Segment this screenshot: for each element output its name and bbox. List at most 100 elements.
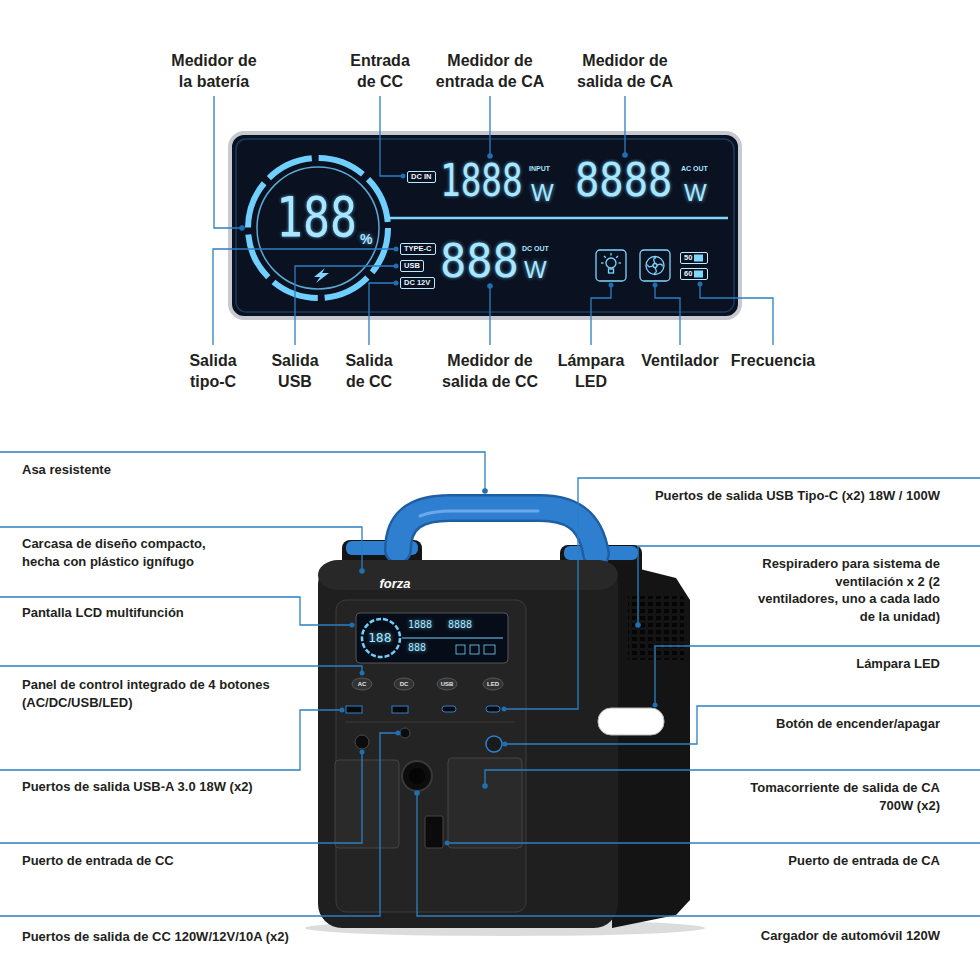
- callout-label: Entrada de CC: [343, 50, 417, 92]
- control-button: [483, 678, 503, 690]
- lcd-panel: [230, 133, 740, 318]
- battery-readout: 188: [276, 189, 357, 245]
- lcd-indicator-box: DC IN: [407, 171, 436, 183]
- indicator-label: DC 12V: [404, 279, 430, 287]
- leader-dot: [609, 283, 614, 288]
- callout-label: Medidor de salida de CC: [433, 350, 547, 392]
- callout-label: Salida de CC: [338, 350, 400, 392]
- fan-icon: [653, 264, 657, 268]
- leader-line: [638, 546, 980, 625]
- callout-label: Medidor de la batería: [164, 50, 264, 92]
- lamp-icon: [606, 258, 616, 268]
- lcd-readout: 888: [440, 238, 519, 284]
- leader-dot: [414, 790, 420, 796]
- mini-lcd: [356, 613, 508, 663]
- leader-dot: [350, 623, 355, 628]
- fan-icon: [640, 250, 670, 281]
- usb-port: [486, 706, 500, 712]
- lamp-icon: [601, 262, 604, 263]
- power-station: [420, 511, 538, 516]
- mini-lcd: [484, 645, 495, 654]
- leader-line: [505, 706, 980, 744]
- leader-line: [0, 666, 362, 673]
- car-charger-socket: [402, 761, 432, 791]
- lcd-readout: 1888: [440, 159, 523, 203]
- power-station: [336, 600, 526, 912]
- callout-label: Carcasa de diseño compacto, hecha con pl…: [22, 535, 237, 571]
- lcd-unit: %: [360, 232, 372, 246]
- lcd-caption: INPUT: [529, 165, 550, 172]
- fan-icon: [646, 257, 664, 275]
- mini-lcd-readout: 1888: [408, 620, 432, 630]
- lcd-indicator-box: 50: [680, 252, 708, 264]
- leader-dot: [445, 841, 450, 846]
- leader-line: [0, 527, 362, 571]
- callout-label: Frecuencia: [718, 350, 828, 371]
- power-station: [398, 508, 596, 554]
- power-station: [345, 722, 515, 723]
- control-button: [437, 678, 457, 690]
- lcd-caption: DC OUT: [522, 245, 549, 252]
- lamp-icon: [619, 262, 622, 263]
- lamp-icon: [610, 253, 611, 256]
- dc-output-port: [400, 728, 410, 738]
- callout-label: Puertos de salida USB-A 3.0 18W (x2): [22, 778, 307, 796]
- usb-port: [392, 706, 408, 713]
- lcd-unit: W: [531, 181, 554, 205]
- leader-dot: [359, 568, 365, 574]
- leader-dot: [698, 282, 703, 287]
- lcd-panel: [248, 158, 388, 298]
- usb-port: [346, 706, 500, 713]
- side-vent: [628, 596, 684, 660]
- mini-lcd: [456, 645, 465, 654]
- frequency-bar: [694, 255, 703, 262]
- callout-label: Respiradero para sistema de ventilación …: [755, 555, 940, 625]
- mini-lcd: [470, 645, 479, 654]
- lcd-indicator-box: USB: [400, 260, 424, 272]
- leader-line: [0, 597, 352, 625]
- fan-icon: [640, 250, 670, 281]
- socket-cover: [335, 760, 399, 848]
- leader-dot: [653, 703, 658, 708]
- indicator-label: TYPE-C: [404, 245, 432, 253]
- callout-label: Botón de encender/apagar: [720, 715, 940, 733]
- mini-lcd: [356, 613, 508, 663]
- fan-icon: [648, 258, 663, 274]
- leader-line: [0, 710, 342, 770]
- mini-lcd-readout: 888: [408, 643, 426, 653]
- leader-dot: [653, 283, 658, 288]
- leader-line: [380, 96, 403, 176]
- callout-label: Panel de control integrado de 4 botones …: [22, 676, 307, 712]
- lcd-unit: W: [684, 181, 707, 205]
- button-label: LED: [487, 681, 499, 687]
- leader-line: [655, 285, 680, 345]
- leader-line: [0, 452, 485, 491]
- indicator-label: USB: [404, 262, 420, 270]
- lamp-icon: [609, 269, 614, 273]
- leader-dot: [487, 283, 493, 289]
- leader-dot: [502, 707, 507, 712]
- mini-lcd: [362, 619, 400, 657]
- leader-line: [0, 96, 980, 916]
- leader-dot: [482, 783, 488, 789]
- leader-dot: [394, 281, 399, 286]
- charge-bolt: [314, 268, 329, 283]
- leader-line: [624, 96, 625, 155]
- callout-label: Tomacorriente de salida de CA 700W (x2): [745, 779, 940, 815]
- callout-label: Lámpara LED: [740, 655, 940, 673]
- callout-label: Cargador de automóvil 120W: [700, 927, 940, 945]
- leader-line: [369, 283, 396, 345]
- leader-dot: [482, 488, 488, 494]
- control-button: [352, 678, 503, 690]
- led-lamp: [598, 708, 664, 735]
- leader-dot: [503, 742, 508, 747]
- mini-lcd-readout: 8888: [448, 620, 472, 630]
- lcd-indicator-box: TYPE-C: [400, 243, 436, 255]
- callout-label: Pantalla LCD multifunción: [22, 604, 282, 622]
- callout-label: Asa resistente: [22, 461, 282, 479]
- mini-lcd-readout: 188: [368, 631, 391, 644]
- leader-dot: [635, 622, 641, 628]
- lamp-icon: [596, 250, 626, 281]
- callout-label: Lámpara LED: [550, 350, 632, 392]
